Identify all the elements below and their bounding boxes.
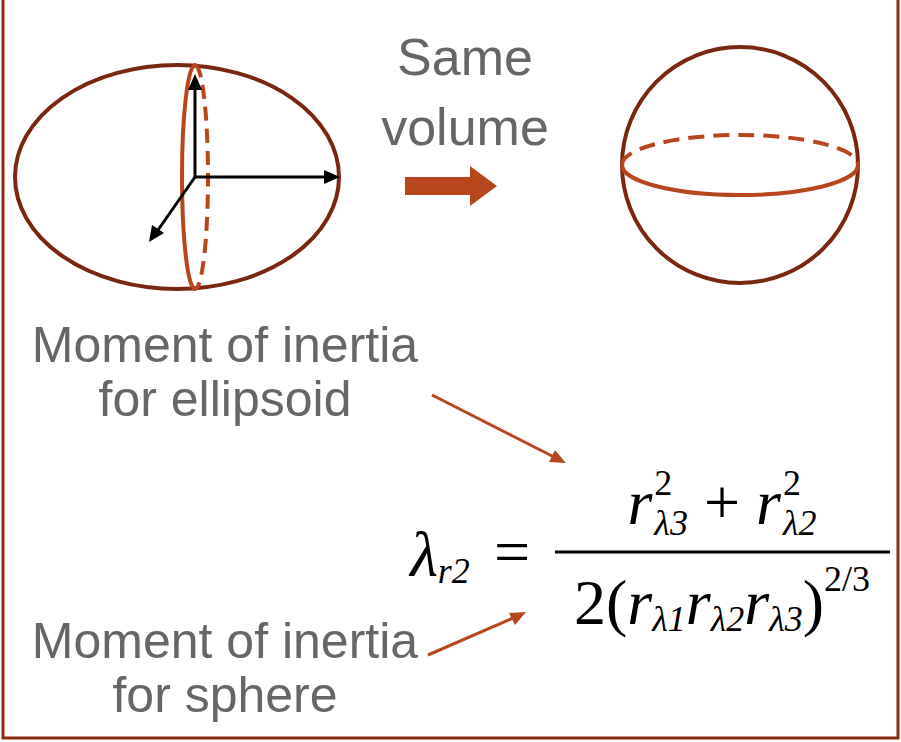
leader-line	[432, 395, 554, 457]
math-subscript: λ2	[783, 503, 817, 543]
axis	[194, 88, 197, 177]
formula-row: λr2	[410, 523, 470, 587]
math-subscript: λ2	[711, 601, 745, 637]
math-symbol: λ	[410, 523, 438, 587]
fraction-bar	[555, 551, 890, 554]
sphere-equator-back	[622, 135, 858, 165]
math-symbol: r	[686, 571, 711, 635]
math-script-stack: 2λ3	[654, 463, 688, 543]
formula-row: r2λ3+r2λ2	[627, 463, 816, 543]
math-symbol: r	[744, 571, 769, 635]
caption-text: Moment of inertia for ellipsoid	[0, 318, 450, 426]
sphere-outline	[622, 47, 858, 283]
formula-row: 2(rλ1rλ2rλ3)2/3	[574, 571, 870, 635]
leader-head	[549, 450, 566, 463]
math-symbol: )	[803, 571, 824, 635]
math-symbol: r	[627, 571, 652, 635]
math-subscript: λ3	[654, 503, 688, 543]
math-script-stack: 2λ2	[783, 463, 817, 543]
leader-line	[428, 618, 513, 655]
math-symbol: +	[704, 471, 740, 535]
axis-head	[324, 170, 340, 184]
caption-text: Moment of inertia for sphere	[0, 614, 450, 722]
math-superscript: 2	[783, 463, 817, 503]
math-subscript: λ1	[652, 601, 686, 637]
caption-text: Same volume	[360, 22, 570, 162]
leader-head	[509, 612, 526, 625]
ellipsoid-section-front	[182, 65, 195, 289]
block-arrow	[405, 166, 497, 206]
math-superscript: 2	[654, 463, 688, 503]
axis-head	[149, 225, 164, 242]
axis	[195, 176, 325, 179]
math-superscript: 2/3	[824, 561, 870, 597]
math-subscript: λ3	[769, 601, 803, 637]
ellipsoid-outline	[15, 65, 339, 289]
axis	[158, 177, 195, 230]
math-symbol: 2(	[574, 571, 627, 635]
formula-row: =	[494, 520, 530, 584]
math-subscript: r2	[438, 553, 470, 589]
math-symbol: r	[756, 471, 781, 535]
axis-head	[188, 74, 202, 90]
math-symbol: r	[627, 471, 652, 535]
math-symbol: =	[494, 520, 530, 584]
sphere-equator-front	[622, 165, 858, 195]
